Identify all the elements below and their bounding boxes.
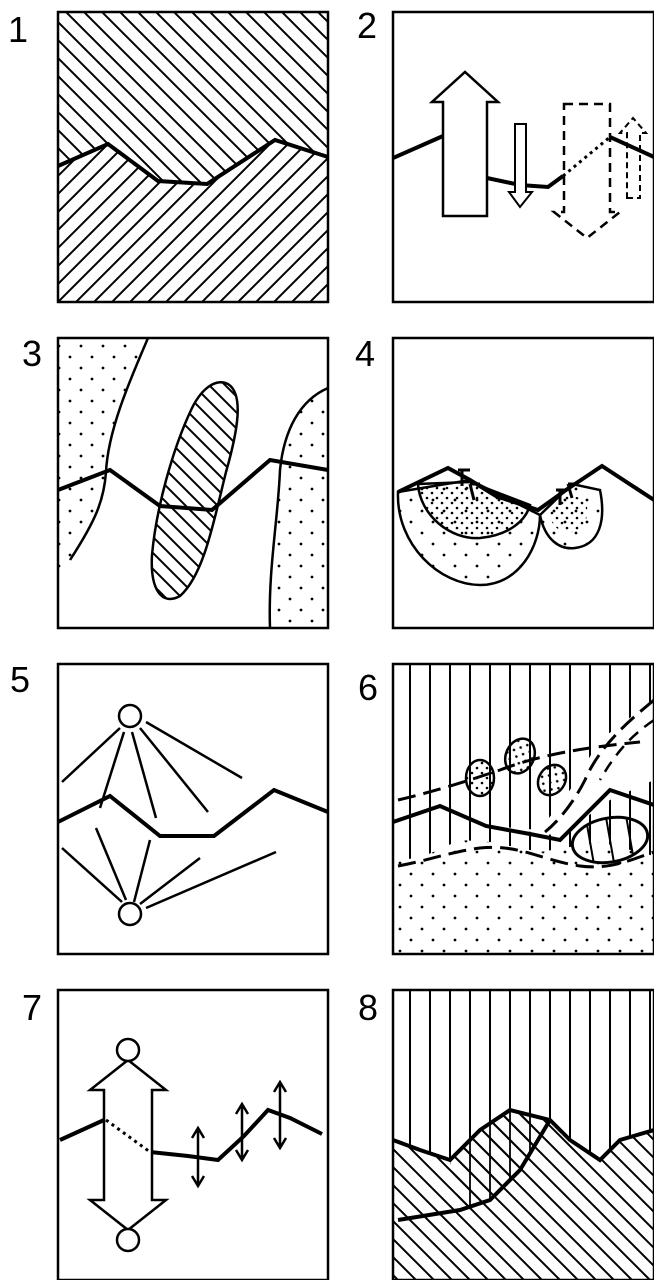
small-double-arrow [190,1125,206,1189]
contact-line [393,134,444,160]
panel-6: 6 [358,662,654,956]
upper-contact-line [392,1107,654,1163]
panel-number-4: 4 [355,333,375,374]
left-dotted-unit [58,338,148,570]
dotted-clast [503,737,537,775]
panel-frame [56,10,330,304]
subsidence-arrow-small [507,123,535,209]
hatched-intrusion-body [150,381,239,601]
contact-line [57,137,329,187]
upper-circle [115,1037,141,1063]
contact-line [57,457,329,513]
dotted-wedge-unit [490,700,654,836]
panel-number-8: 8 [358,987,378,1028]
contact-line [57,787,329,838]
uplift-arrow-small-dashed [617,116,649,199]
panel-frame [391,662,654,956]
upper-circle [117,703,143,729]
panel-3: 3 [22,333,330,630]
subsidence-block-arrow-dashed [550,102,624,240]
panel-number-2: 2 [357,5,377,46]
small-basin-core [548,494,588,533]
panel-1: 1 [8,9,330,304]
panel-number-5: 5 [10,659,30,700]
panel-4: 4 [355,333,654,630]
contact-line [59,1118,105,1142]
contact-line [392,787,654,843]
dotted-lower-unit [393,840,654,954]
lower-circle [117,901,143,927]
panel-number-3: 3 [22,333,42,374]
panel-2: 2 [357,5,654,304]
dotted-clast [536,763,568,797]
small-double-arrow [272,1079,288,1151]
panel-7: 7 [22,987,330,1280]
dotted-clast [464,758,496,798]
panel-5: 5 [10,659,330,956]
contact-line [149,1107,323,1163]
lined-lens [570,815,650,865]
panel-number-7: 7 [22,987,42,1028]
contact-line [609,135,654,159]
panel-frame [56,662,330,956]
fault-tick-marks [458,468,578,505]
lower-hatched-unit [58,140,328,302]
vertical-lined-unit [393,990,654,1160]
radiating-lines-lower [61,827,277,910]
upper-hatched-unit [58,12,328,184]
dashed-boundary [397,740,641,802]
lower-contact-line [397,1118,552,1222]
lower-circle [115,1227,141,1253]
double-arrow-block [86,1058,170,1232]
radiating-lines-upper [61,720,243,819]
panel-frame [391,988,654,1280]
contact-line [486,174,565,190]
panel-number-6: 6 [358,667,378,708]
panel-frame [56,336,330,630]
panel-frame [56,988,330,1280]
panel-frame [391,10,654,304]
dashed-boundary [397,845,654,869]
panel-frame [391,336,654,630]
small-double-arrow [234,1101,250,1163]
panel-8: 8 [358,987,654,1280]
uplift-block-arrow [428,70,502,218]
panel-number-1: 1 [8,9,28,50]
contact-line [397,463,654,513]
